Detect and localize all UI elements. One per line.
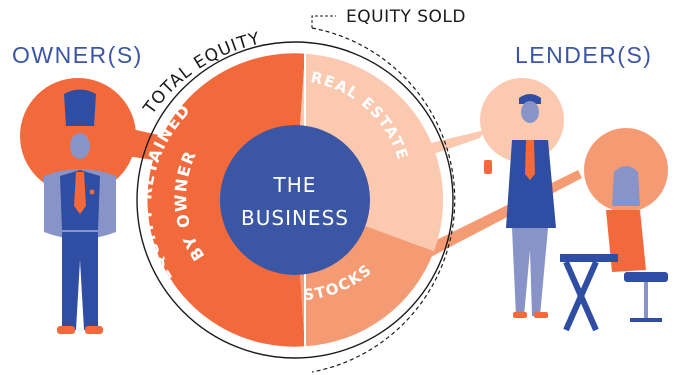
lender-businessman-icon [480, 78, 564, 318]
equity-sold-label: EQUITY SOLD [346, 7, 466, 27]
owners-label: OWNER(S) [12, 42, 143, 68]
center-label-line2: BUSINESS [241, 206, 349, 230]
center-label-line1: THE [273, 173, 317, 197]
total-equity-ring [136, 41, 454, 359]
owner-figure-icon [20, 78, 136, 334]
business-center-circle [220, 125, 370, 275]
equity-sold-leader [311, 15, 336, 28]
equity-sold-dashed-ring [311, 27, 456, 373]
lenders-label: LENDER(S) [515, 42, 653, 68]
lender-seated-woman-icon [560, 128, 668, 332]
